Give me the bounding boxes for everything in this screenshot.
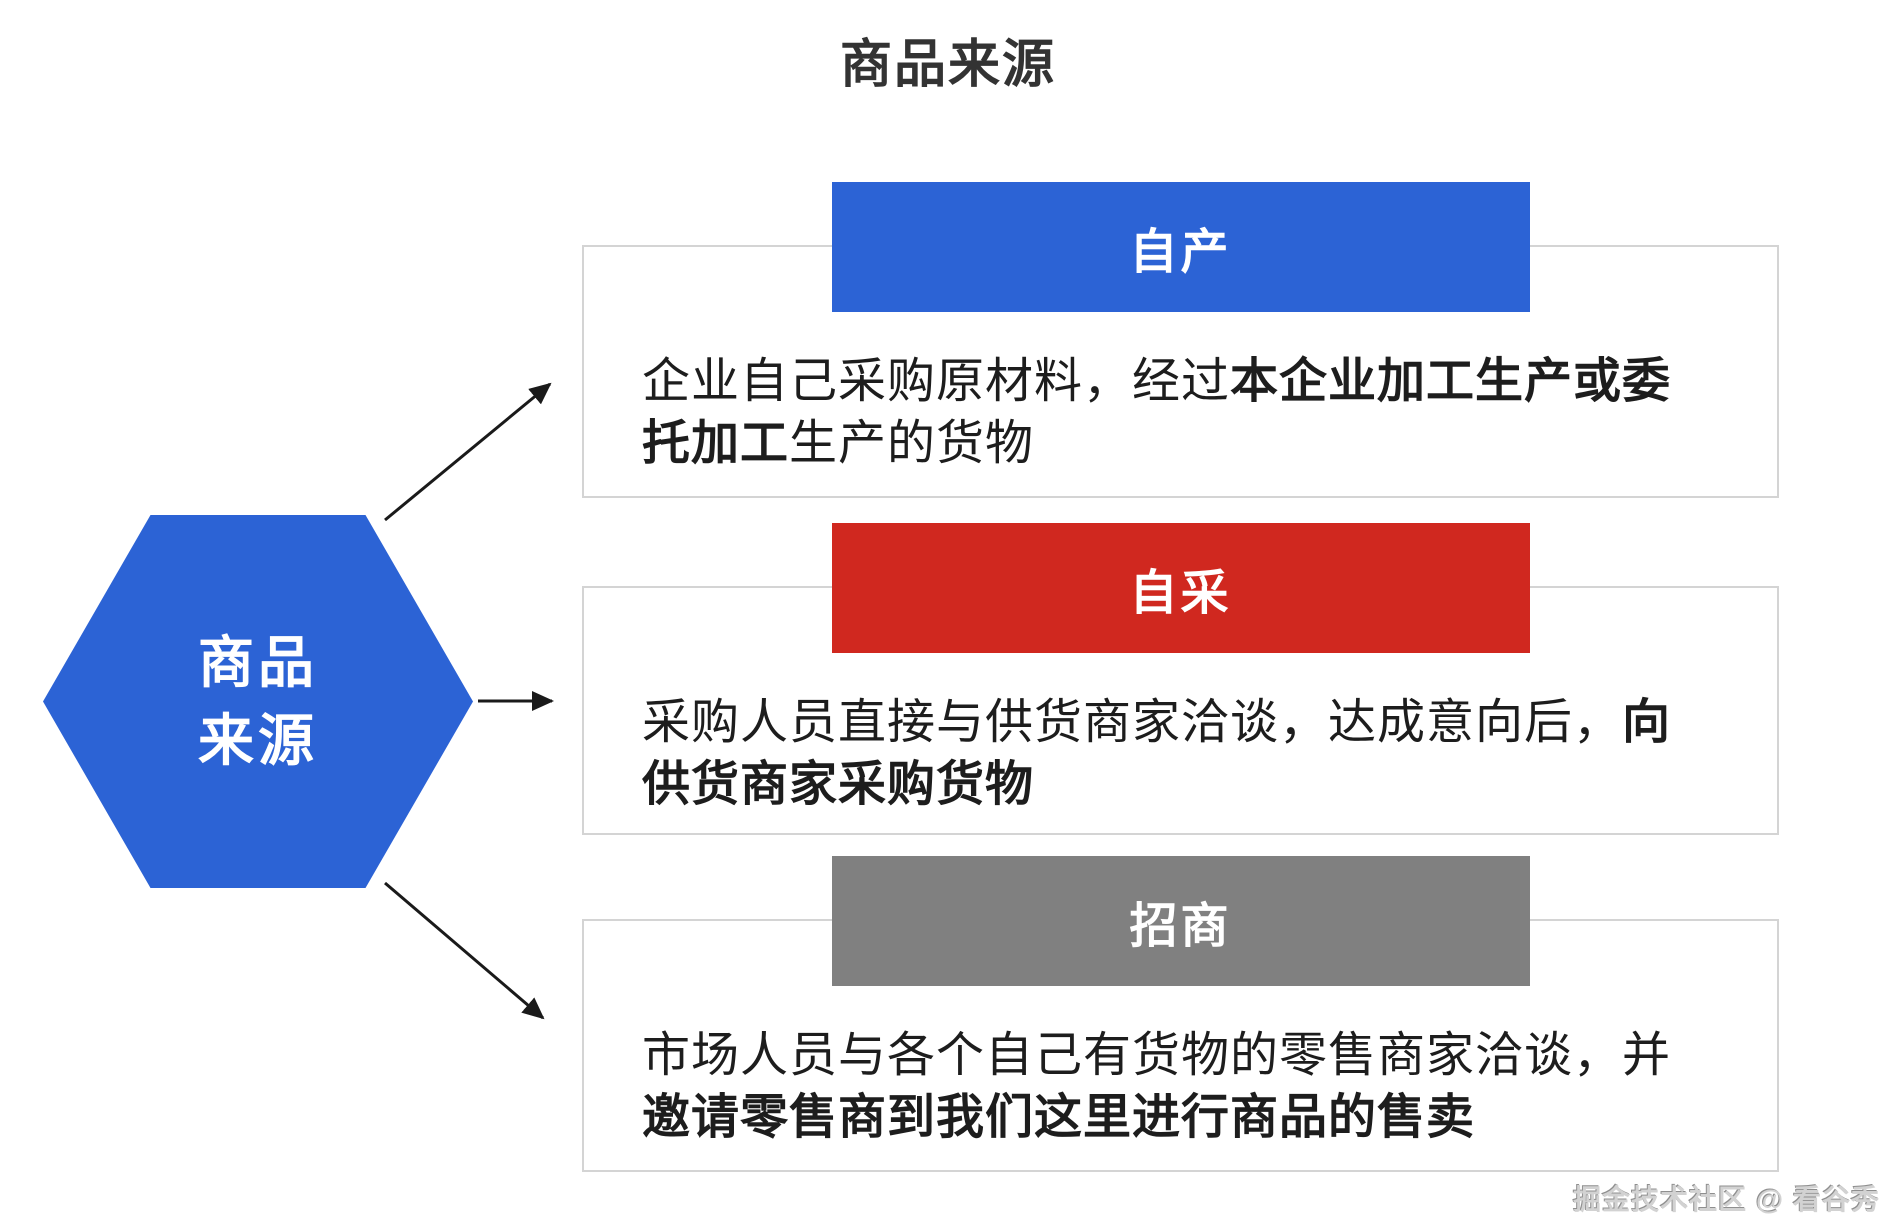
body-text: 市场人员与各个自己有货物的零售商家洽谈，并	[642, 1029, 1672, 1082]
panel: 招商 市场人员与各个自己有货物的零售商家洽谈，并邀请零售商到我们这里进行商品的售…	[582, 856, 1779, 1172]
body-text: 企业自己采购原材料，经过	[642, 355, 1231, 408]
panel-body-line: 市场人员与各个自己有货物的零售商家洽谈，并	[642, 1025, 1721, 1087]
panel-header-label: 自产	[1129, 226, 1232, 279]
hexagon-source-node: 商品 来源	[43, 515, 473, 888]
panel-header: 自采	[831, 523, 1530, 653]
panel-body-line: 企业自己采购原材料，经过本企业加工生产或委	[642, 351, 1721, 413]
body-text-bold: 邀请零售商到我们这里进行商品的售卖	[642, 1091, 1476, 1144]
panel-header: 招商	[831, 856, 1530, 986]
panel-body: 企业自己采购原材料，经过本企业加工生产或委托加工生产的货物	[584, 247, 1777, 475]
panel: 自采 采购人员直接与供货商家洽谈，达成意向后，向供货商家采购货物	[582, 523, 1779, 835]
panel-body-line: 邀请零售商到我们这里进行商品的售卖	[642, 1087, 1721, 1149]
panel-body: 采购人员直接与供货商家洽谈，达成意向后，向供货商家采购货物	[584, 588, 1777, 816]
hexagon-label-line2: 来源	[198, 708, 318, 772]
body-text: 采购人员直接与供货商家洽谈，达成意向后，	[642, 696, 1623, 749]
hexagon-label: 商品 来源	[198, 624, 318, 780]
body-text: 生产的货物	[789, 417, 1035, 470]
body-text-bold: 本企业加工生产或委	[1230, 355, 1672, 408]
panel-header: 自产	[831, 182, 1530, 312]
page-title: 商品来源	[839, 36, 1056, 94]
body-text-bold: 供货商家采购货物	[642, 758, 1035, 811]
panel-header-label: 招商	[1129, 900, 1232, 953]
panel-body-line: 采购人员直接与供货商家洽谈，达成意向后，向	[642, 692, 1721, 754]
hexagon-label-line1: 商品	[198, 630, 318, 694]
arrow-top-icon	[384, 382, 552, 522]
body-text-bold: 托加工	[642, 417, 790, 470]
panel-body: 市场人员与各个自己有货物的零售商家洽谈，并邀请零售商到我们这里进行商品的售卖	[584, 921, 1777, 1149]
arrow-bottom-icon	[384, 881, 545, 1020]
panel-header-label: 自采	[1129, 567, 1232, 620]
panel-body-line: 托加工生产的货物	[642, 413, 1721, 475]
panel-body-line: 供货商家采购货物	[642, 754, 1721, 816]
panel: 自产 企业自己采购原材料，经过本企业加工生产或委托加工生产的货物	[582, 182, 1779, 498]
body-text-bold: 向	[1622, 696, 1672, 749]
watermark: 掘金技术社区 @ 看谷秀	[1573, 1184, 1880, 1215]
